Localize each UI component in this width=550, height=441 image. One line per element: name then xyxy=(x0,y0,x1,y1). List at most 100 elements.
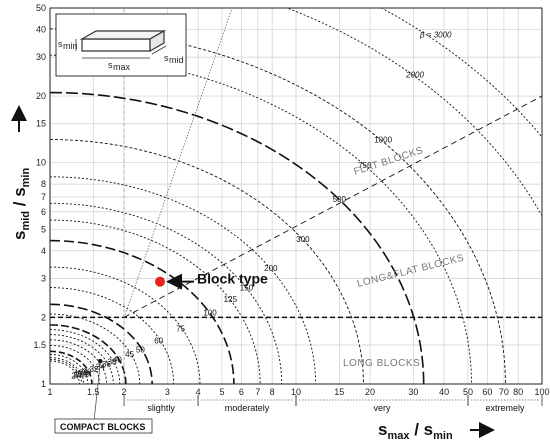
grid-lines xyxy=(49,7,543,385)
x-tick-label: 100 xyxy=(534,387,549,397)
contour-line xyxy=(50,357,85,384)
y-tick-label: 4 xyxy=(41,246,46,256)
contour-line xyxy=(50,303,153,384)
y-tick-label: 6 xyxy=(41,207,46,217)
inset-max-label: max xyxy=(113,62,131,72)
contour-line xyxy=(50,358,83,384)
contour-label: 125 xyxy=(224,295,238,304)
contour-line xyxy=(50,350,93,384)
block-type-point xyxy=(155,276,166,287)
contour-label: 1000 xyxy=(374,135,392,144)
class-label: moderately xyxy=(225,403,270,413)
x-tick-label: 4 xyxy=(196,387,201,397)
contour-label: 38 xyxy=(108,358,117,367)
contour-line xyxy=(50,176,317,384)
region-long-flat-blocks: LONG&FLAT BLOCKS xyxy=(356,253,465,290)
region-long-blocks: LONG BLOCKS xyxy=(343,358,420,369)
y-tick-label: 20 xyxy=(36,91,46,101)
contour-line xyxy=(50,139,364,384)
contour-label: 150 xyxy=(240,283,254,292)
x-axis-title: smax / smin xyxy=(378,420,495,441)
contour-line xyxy=(50,324,127,384)
contour-label: 30 xyxy=(83,367,92,376)
y-tick-label: 10 xyxy=(36,158,46,168)
contour-label: 500 xyxy=(333,195,347,204)
x-tick-label: 8 xyxy=(270,387,275,397)
inset-min-label: min xyxy=(63,41,78,51)
svg-text:smid / smin: smid / smin xyxy=(10,168,32,240)
compact-blocks-marker: COMPACT BLOCKS xyxy=(54,358,153,434)
region-labels: FLAT BLOCKS LONG&FLAT BLOCKS LONG BLOCKS xyxy=(343,145,465,369)
shape-inset: s min s max s mid xyxy=(55,13,187,77)
elongation-classes: slightly moderately very extremely xyxy=(123,395,543,413)
contour-line xyxy=(50,344,100,384)
contour-line xyxy=(50,219,261,384)
contour-line xyxy=(50,202,283,384)
x-tick-label: 1.5 xyxy=(87,387,100,397)
contour-label: 50 xyxy=(136,345,145,354)
class-label: slightly xyxy=(147,403,175,413)
x-tick-label: 3 xyxy=(165,387,170,397)
long-flat-boundary-line xyxy=(123,95,542,318)
contour-label: 32 xyxy=(89,365,98,374)
plot-frame xyxy=(49,7,543,385)
compact-leader xyxy=(93,363,101,420)
y-tick-label: 3 xyxy=(41,273,46,283)
y-axis-title: smid / smin xyxy=(10,105,32,240)
y-tick-label: 7 xyxy=(41,192,46,202)
y-tick-label: 1.5 xyxy=(33,340,46,350)
contour-line xyxy=(50,287,175,384)
contour-label: 750 xyxy=(358,161,372,170)
contour-line xyxy=(50,239,235,384)
class-label: very xyxy=(373,403,391,413)
x-tick-label: 2 xyxy=(122,387,127,397)
contour-label: 2000 xyxy=(405,71,424,80)
y-tick-label: 40 xyxy=(36,24,46,34)
x-tick-label: 50 xyxy=(463,387,473,397)
x-tick-label: 1 xyxy=(47,387,52,397)
contour-label: 75 xyxy=(176,325,185,334)
x-tick-label: 40 xyxy=(439,387,449,397)
svg-text:s: s xyxy=(108,60,113,70)
contour-label: β = 3000 xyxy=(419,30,452,39)
y-tick-label: 2 xyxy=(41,312,46,322)
contour-label: 27 xyxy=(71,371,80,380)
compact-label-box xyxy=(54,418,153,434)
x-tick-label: 15 xyxy=(334,387,344,397)
contour-line xyxy=(50,54,472,384)
contour-label: 34 xyxy=(96,362,105,371)
contour-line xyxy=(50,266,201,384)
contour-label: 200 xyxy=(264,264,278,273)
svg-text:s: s xyxy=(58,39,63,49)
contour-label: 300 xyxy=(296,235,310,244)
contour-label: 29 xyxy=(79,369,88,378)
compact-point xyxy=(98,358,103,364)
x-tick-label: 60 xyxy=(482,387,492,397)
y-tick-label: 30 xyxy=(36,52,46,62)
block-type-marker: Block type xyxy=(155,271,268,290)
svg-text:smax / smin: smax / smin xyxy=(378,420,453,441)
x-tick-label: 5 xyxy=(219,387,224,397)
svg-text:s: s xyxy=(164,53,169,63)
y-tick-label: 50 xyxy=(36,3,46,13)
x-tick-label: 70 xyxy=(499,387,509,397)
y-tick-label: 15 xyxy=(36,119,46,129)
x-tick-label: 20 xyxy=(365,387,375,397)
x-tick-label: 7 xyxy=(255,387,260,397)
class-label: extremely xyxy=(485,403,525,413)
y-tick-label: 1 xyxy=(41,379,46,389)
contour-label: 60 xyxy=(154,336,163,345)
contour-line xyxy=(50,354,89,384)
contour-line xyxy=(50,329,121,384)
contour-label: 100 xyxy=(203,308,217,317)
block-type-label: Block type xyxy=(197,271,268,287)
x-tick-label: 6 xyxy=(239,387,244,397)
y-tick-label: 8 xyxy=(41,179,46,189)
contour-label: 28 xyxy=(75,370,84,379)
contour-line xyxy=(50,91,425,384)
x-tick-label: 80 xyxy=(513,387,523,397)
contour-labels: 2727.52829303234363840455060751001251502… xyxy=(71,30,452,380)
